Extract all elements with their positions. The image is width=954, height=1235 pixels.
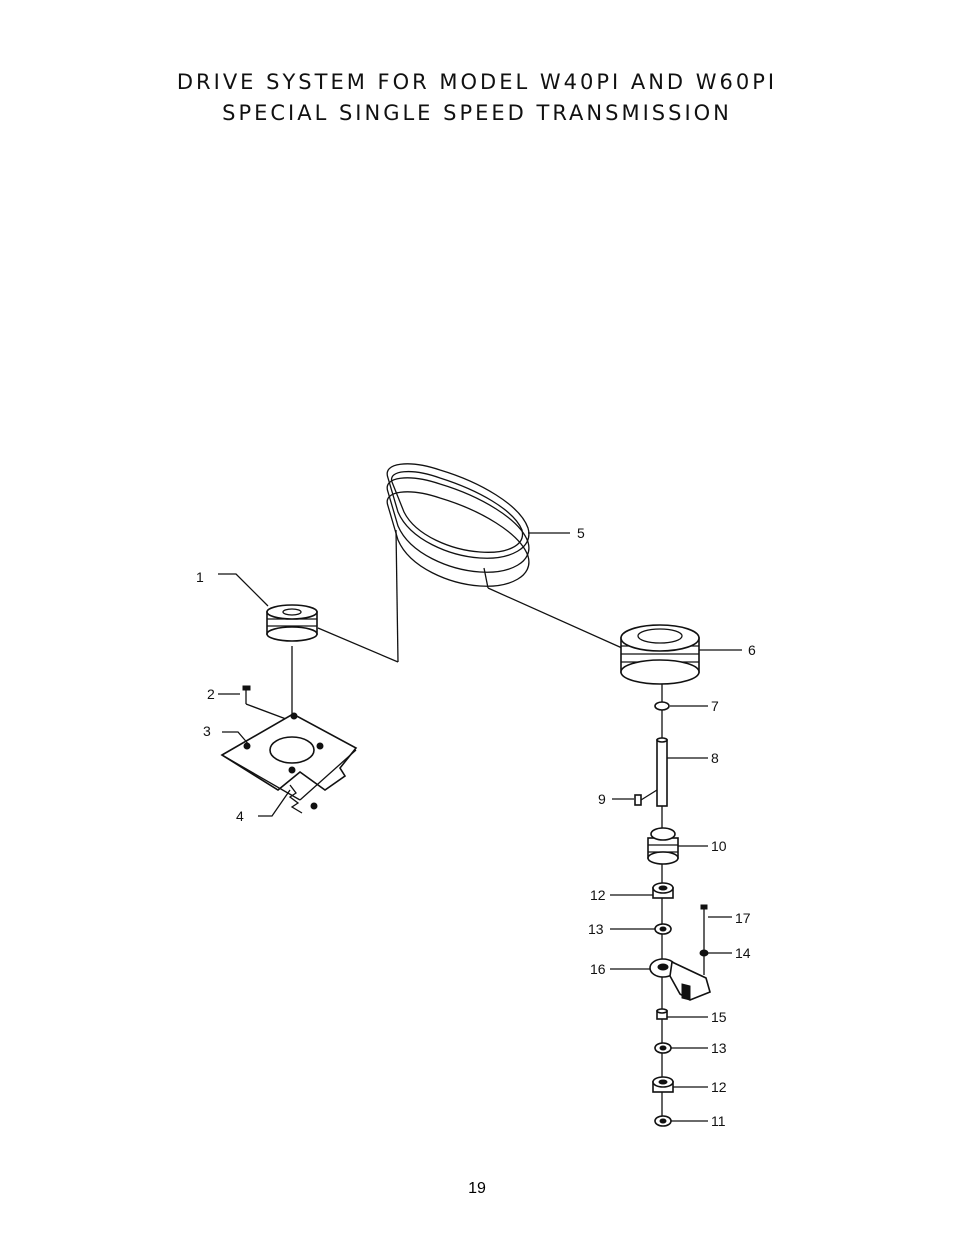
belt-routing-line-pulley6 (487, 587, 623, 649)
callout-10: 10 (711, 838, 727, 854)
part-1-motor-pulley (266, 604, 318, 642)
part-13-washer-lower (654, 1042, 672, 1054)
part-11-washer (654, 1115, 672, 1127)
callout-3: 3 (203, 723, 211, 739)
belt-routing-line-left (395, 529, 399, 663)
callout-14: 14 (735, 945, 751, 961)
part-3-motor-plate (220, 712, 358, 801)
diagram-title: DRIVE SYSTEM FOR MODEL W40PI AND W60PI (176, 70, 778, 94)
belt-routing-line-pulley1 (317, 627, 399, 663)
part-7-washer (654, 701, 670, 711)
part-4-spring (288, 784, 318, 814)
part-13-washer-upper (654, 923, 672, 935)
part-17-bolt (700, 904, 708, 930)
callout-12-lower: 12 (711, 1079, 727, 1095)
callout-5: 5 (577, 525, 585, 541)
diagram-subtitle: SPECIAL SINGLE SPEED TRANSMISSION (222, 101, 732, 125)
part-5-belts (386, 463, 530, 587)
key-routing-line (640, 789, 658, 801)
callout-1: 1 (196, 569, 204, 585)
belt-routing-line-right (483, 567, 489, 589)
callout-17: 17 (735, 910, 751, 926)
callout-8: 8 (711, 750, 719, 766)
part-9-key (634, 794, 642, 806)
callout-4: 4 (236, 808, 244, 824)
callout-11: 11 (711, 1113, 726, 1129)
part-16-bearing-housing (649, 958, 711, 1001)
part-8-shaft (656, 737, 668, 807)
part-15-spacer (656, 1008, 668, 1020)
part-6-main-pulley (620, 624, 700, 685)
page-number: 19 (468, 1180, 486, 1197)
part-14-nut (699, 949, 709, 957)
callout-12-upper: 12 (590, 887, 606, 903)
part-12-bearing-lower (652, 1076, 674, 1093)
callout-15: 15 (711, 1009, 727, 1025)
part-2-bolt (242, 685, 251, 704)
callout-2: 2 (207, 686, 215, 702)
leader-lines (218, 532, 742, 1122)
part-12-bearing-upper (652, 882, 674, 899)
callout-13-lower: 13 (711, 1040, 727, 1056)
callout-13-upper: 13 (588, 921, 604, 937)
callout-6: 6 (748, 642, 756, 658)
callout-7: 7 (711, 698, 719, 714)
part-10-gear (647, 827, 679, 865)
callout-16: 16 (590, 961, 606, 977)
callout-9: 9 (598, 791, 606, 807)
